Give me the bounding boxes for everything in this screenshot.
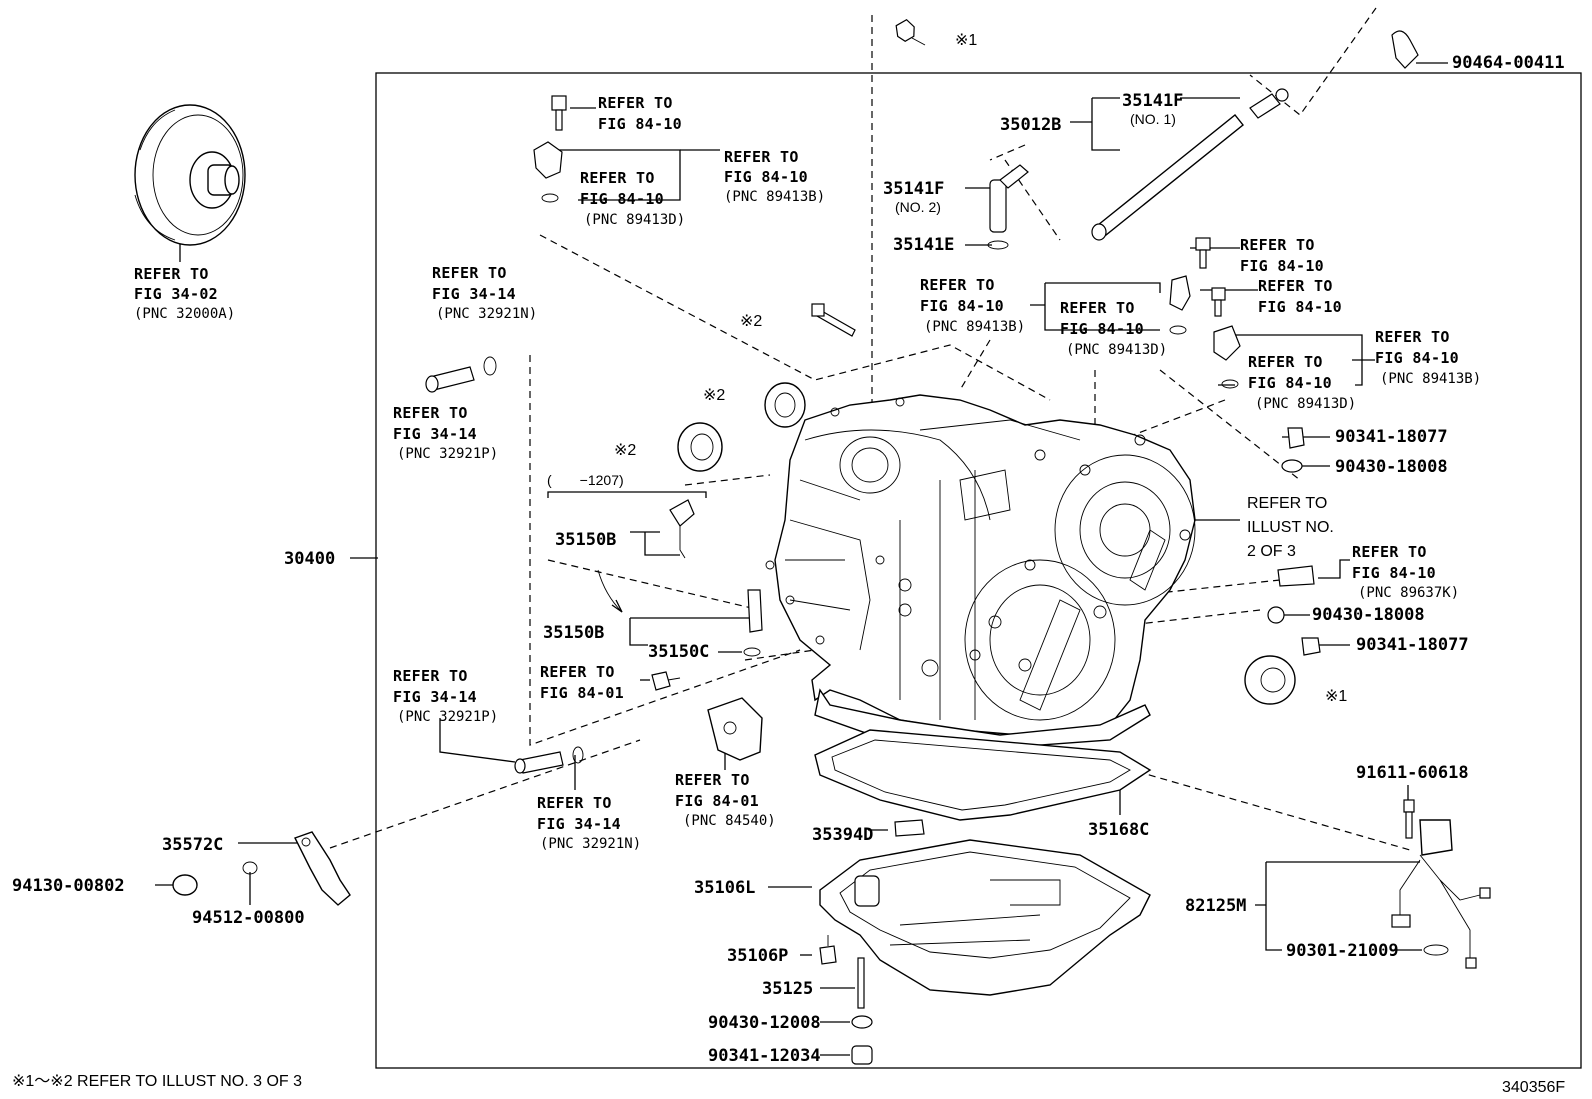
ref-89637-3: (PNC 89637K) [1358, 585, 1459, 601]
ref-mid-d-2: FIG 84-10 [1060, 320, 1144, 338]
mark-1-top: ※1 [955, 32, 977, 49]
ref-top-bolt-2: FIG 84-10 [598, 115, 682, 133]
label-35106L: 35106L [694, 878, 755, 898]
ref-8401-bolt-1: REFER TO [540, 663, 615, 681]
ref-8401-bolt-2: FIG 84-01 [540, 684, 624, 702]
ref-fit-n2-3: (PNC 32921N) [540, 836, 641, 852]
label-35012B: 35012B [1000, 115, 1061, 135]
label-30400: 30400 [284, 549, 335, 569]
label-35141E: 35141E [893, 235, 954, 255]
ref-top-b-1: REFER TO [724, 148, 799, 166]
ref-illust-2: ILLUST NO. [1247, 519, 1334, 536]
ref-right-b-2: FIG 84-10 [1375, 349, 1459, 367]
label-35150C: 35150C [648, 642, 709, 662]
diagram-frame [375, 72, 1582, 1069]
ref-8401-sw-2: FIG 84-01 [675, 792, 759, 810]
label-90341-a: 90341-18077 [1335, 427, 1448, 447]
label-90341-b: 90341-18077 [1356, 635, 1469, 655]
ref-fit-p-3: (PNC 32921P) [397, 446, 498, 462]
label-35150B-a: 35150B [555, 530, 616, 550]
label-90430-c: 90430-12008 [708, 1013, 821, 1033]
ref-right-b-1: REFER TO [1375, 328, 1450, 346]
ref-fit-p2-1: REFER TO [393, 667, 468, 685]
ref-fit-p2-2: FIG 34-14 [393, 688, 477, 706]
ref-illust-1: REFER TO [1247, 495, 1327, 512]
mark-2-seal-b: ※2 [614, 442, 636, 459]
ref-mid-b-2: FIG 84-10 [920, 297, 1004, 315]
label-35141F-2-note: (NO. 2) [895, 199, 941, 215]
label-91611: 91611-60618 [1356, 763, 1469, 783]
label-90430-a: 90430-18008 [1335, 457, 1448, 477]
ref-right-bolt1-1: REFER TO [1240, 236, 1315, 254]
ref-fit-p2-3: (PNC 32921P) [397, 709, 498, 725]
ref-right-d-3: (PNC 89413D) [1255, 396, 1356, 412]
label-35394D: 35394D [812, 825, 873, 845]
oil-pan [819, 839, 1151, 996]
ref-mid-b-3: (PNC 89413B) [924, 319, 1025, 335]
label-94512: 94512-00800 [192, 908, 305, 928]
ref-8401-sw-3: (PNC 84540) [683, 813, 776, 829]
label-82125M: 82125M [1185, 896, 1246, 916]
label-35150B-b: 35150B [543, 623, 604, 643]
illustration-code: 340356F [1502, 1079, 1565, 1096]
label-35125: 35125 [762, 979, 813, 999]
ref-mid-d-3: (PNC 89413D) [1066, 342, 1167, 358]
footnote: ※1～※2 REFER TO ILLUST NO. 3 OF 3 [12, 1073, 302, 1090]
labels: ※1 ※2 ※2 ※2 ※1 REFER TO FIG 34-02 (PNC 3… [12, 32, 1565, 1096]
mark-1-seal: ※1 [1325, 688, 1347, 705]
label-35572C: 35572C [162, 835, 223, 855]
ref-conv-2: FIG 34-02 [134, 285, 218, 303]
ref-right-bolt2-1: REFER TO [1258, 277, 1333, 295]
leader-lines [155, 62, 1448, 1056]
label-35141F-1-note: (NO. 1) [1130, 111, 1176, 127]
ref-mid-b-1: REFER TO [920, 276, 995, 294]
ref-fit-n-2: FIG 34-14 [432, 285, 516, 303]
ref-fit-n-3: (PNC 32921N) [436, 306, 537, 322]
ref-fit-p-1: REFER TO [393, 404, 468, 422]
mark-2-seal-a: ※2 [703, 387, 725, 404]
ref-conv-1: REFER TO [134, 265, 209, 283]
ref-conv-3: (PNC 32000A) [134, 306, 235, 322]
ref-89637-1: REFER TO [1352, 543, 1427, 561]
oil-pan-gasket [814, 729, 1152, 821]
ref-right-d-1: REFER TO [1248, 353, 1323, 371]
label-90464: 90464-00411 [1452, 53, 1565, 73]
ref-mid-d-1: REFER TO [1060, 299, 1135, 317]
label-35141F-2: 35141F [883, 179, 944, 199]
ref-8401-sw-1: REFER TO [675, 771, 750, 789]
label-35106P: 35106P [727, 946, 788, 966]
transaxle-case [765, 394, 1196, 749]
ref-right-bolt2-2: FIG 84-10 [1258, 298, 1342, 316]
label-90301: 90301-21009 [1286, 941, 1399, 961]
ref-top-d-2: FIG 84-10 [580, 190, 664, 208]
ref-fit-n-1: REFER TO [432, 264, 507, 282]
ref-right-b-3: (PNC 89413B) [1380, 371, 1481, 387]
ref-fit-n2-1: REFER TO [537, 794, 612, 812]
ref-top-d-1: REFER TO [580, 169, 655, 187]
small-parts [172, 18, 1491, 1065]
ref-top-bolt-1: REFER TO [598, 94, 673, 112]
range-bracket [547, 491, 707, 498]
label-94130: 94130-00802 [12, 876, 125, 896]
ref-fit-n2-2: FIG 34-14 [537, 815, 621, 833]
ref-89637-2: FIG 84-10 [1352, 564, 1436, 582]
label-90341-c: 90341-12034 [708, 1046, 821, 1066]
mark-2-bolt: ※2 [740, 313, 762, 330]
ref-top-b-3: (PNC 89413B) [724, 189, 825, 205]
ref-top-b-2: FIG 84-10 [724, 168, 808, 186]
label-35141F-1: 35141F [1122, 91, 1183, 111]
ref-fit-p-2: FIG 34-14 [393, 425, 477, 443]
label-90430-b: 90430-18008 [1312, 605, 1425, 625]
ref-right-d-2: FIG 84-10 [1248, 374, 1332, 392]
label-35168C: 35168C [1088, 820, 1149, 840]
torque-converter [134, 104, 246, 246]
ref-illust-3: 2 OF 3 [1247, 543, 1296, 560]
ref-right-bolt1-2: FIG 84-10 [1240, 257, 1324, 275]
ref-top-d-3: (PNC 89413D) [584, 212, 685, 228]
label-range-note: ( −1207) [547, 472, 624, 488]
